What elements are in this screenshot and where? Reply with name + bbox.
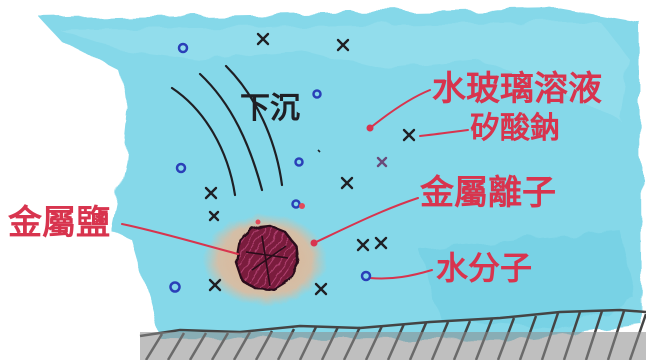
leader-metal-ions [313, 197, 419, 244]
water-molecule-icon [312, 89, 322, 99]
water-molecules-label: 水分子 [436, 249, 533, 287]
metal-salt-crystal [234, 224, 300, 292]
cross-icon [356, 238, 370, 252]
sediment-fill [140, 332, 646, 360]
sinking-label: 下沉 [240, 91, 300, 126]
cross-icon [256, 32, 270, 46]
sodium-silicate-markers [204, 32, 416, 296]
speck [317, 149, 321, 153]
metal-ion-icon [299, 203, 305, 209]
sodium-silicate-label: 矽酸鈉 [470, 111, 560, 146]
cross-icon [208, 278, 222, 292]
water-molecule-icon [294, 157, 304, 167]
water-glass-solution-label: 水玻璃溶液 [432, 69, 602, 109]
leader-sodium-silicate [419, 129, 469, 137]
metal-ions-label: 金屬離子 [420, 173, 556, 213]
water-molecule-icon [291, 199, 301, 209]
sinking-trail-lines [170, 64, 284, 197]
metal-salt-label: 金屬鹽 [8, 203, 110, 243]
cross-icon [336, 38, 350, 52]
leader-water-glass [369, 89, 431, 129]
leader-dot-water-glass [366, 124, 374, 132]
water-molecule-icon [175, 162, 187, 174]
water-molecules [169, 42, 372, 293]
cross-icon [374, 236, 388, 250]
leader-metal-salt [121, 223, 239, 255]
water-molecule-icon [360, 270, 372, 282]
cross-icon [208, 210, 220, 222]
metal-ion-icon [255, 219, 261, 225]
cross-icon [340, 176, 354, 190]
water-glass-solution-region [40, 8, 642, 340]
leader-lines [121, 89, 469, 280]
cross-icon [204, 186, 218, 200]
cross-icon [314, 282, 328, 296]
leader-dot-metal-ions [310, 239, 318, 247]
cross-icon [402, 128, 416, 142]
metal-ion-markers [255, 203, 305, 225]
cross-icon [376, 156, 388, 168]
water-molecule-icon [169, 281, 181, 293]
leader-water-molecules [369, 269, 433, 280]
water-molecule-icon [177, 42, 189, 54]
